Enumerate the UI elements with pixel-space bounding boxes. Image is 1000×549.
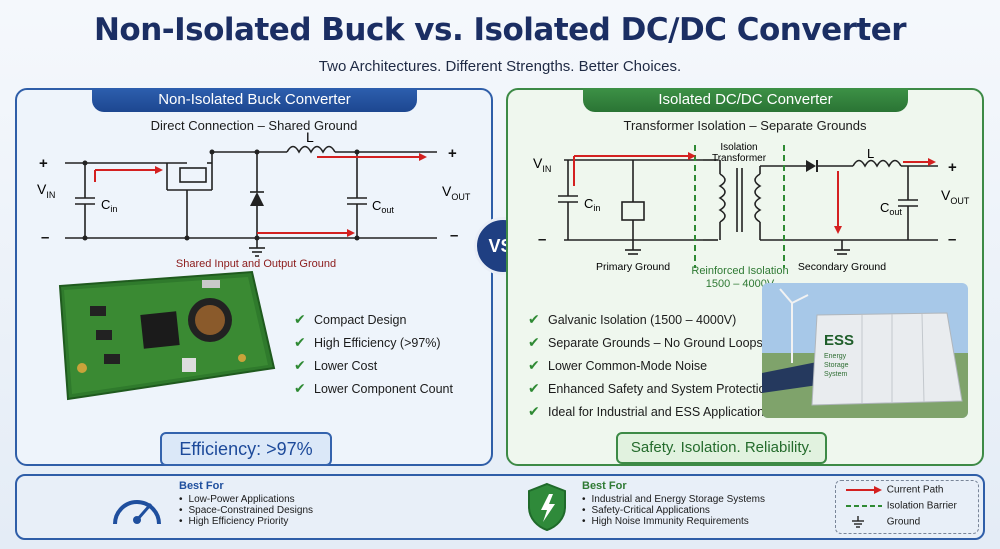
buck-feature-item: ✔Lower Cost [294,357,378,373]
best-for-isolated-title: Best For [582,480,627,492]
buck-panel-heading: Non-Isolated Buck Converter [92,88,417,112]
secondary-ground-label: Secondary Ground [798,261,886,273]
buck-feature-list: ✔Compact Design ✔High Efficiency (>97%) … [294,308,453,400]
buck-feature-item: ✔Compact Design [294,311,407,327]
ess-label-big: ESS [824,332,854,349]
buck-out-plus: + [448,145,457,162]
best-for-buck-list: Low-Power Applications Space-Constrained… [179,494,314,527]
buck-caption: Direct Connection – Shared Ground [150,118,358,133]
best-for-isolated-list: Industrial and Energy Storage Systems Sa… [582,494,765,527]
buck-inductor-label: L [306,129,314,145]
buck-panel: Non-Isolated Buck Converter Direct Conne… [15,88,493,466]
buck-cin-label: Cin [101,197,117,214]
isolated-feature-item: ✔Lower Common-Mode Noise [528,357,708,373]
list-item: Low-Power Applications [179,494,313,505]
buck-feature-item: ✔Lower Component Count [294,380,453,396]
ess-label-line2: Storage [824,362,849,369]
isolation-rating-line1: Reinforced Isolation [691,265,788,277]
buck-vin-label: VIN [37,181,55,200]
list-item: Space-Constrained Designs [179,505,314,516]
isolated-caption: Transformer Isolation – Separate Grounds [623,118,867,133]
isolated-circuit-diagram: – VIN Cin Isolation Transformer L Cout +… [533,142,970,290]
buck-feature-item: ✔High Efficiency (>97%) [294,334,441,350]
primary-ground-label: Primary Ground [596,261,670,273]
list-item: Safety-Critical Applications [582,505,765,516]
legend-current-path: Current Path [844,484,943,498]
pcb-module-image [58,270,276,401]
isolated-highlight-badge: Safety. Isolation. Reliability. [616,432,827,464]
isolated-feature-list: ✔Galvanic Isolation (1500 – 4000V) ✔Sepa… [528,308,772,423]
check-icon: ✔ [528,311,540,327]
transformer-label-line2: Transformer [712,153,767,164]
check-icon: ✔ [528,357,540,373]
isolated-cin-label: Cin [584,196,600,213]
isolated-feature-item: ✔Separate Grounds – No Ground Loops [528,334,763,350]
check-icon: ✔ [294,380,306,396]
check-icon: ✔ [294,357,306,373]
buck-cout-label: Cout [372,198,394,215]
ess-container-image: ESS Energy Storage System [762,283,968,418]
best-for-buck-title: Best For [179,480,224,492]
isolated-minus-label: – [538,231,546,248]
isolated-vout-label: VOUT [941,187,970,206]
isolation-rating-line2: 1500 – 4000V [706,278,775,290]
isolated-feature-item: ✔Enhanced Safety and System Protection [528,380,773,396]
isolated-feature-item: ✔Ideal for Industrial and ESS Applicatio… [528,403,771,419]
buck-plus-label: + [39,155,48,172]
arrow-icon [846,486,882,494]
page-title: Non-Isolated Buck vs. Isolated DC/DC Con… [93,12,907,48]
buck-efficiency-badge: Efficiency: >97% [160,432,332,466]
check-icon: ✔ [528,380,540,396]
best-for-bar: Best For Low-Power Applications Space-Co… [15,474,985,540]
isolated-panel-heading: Isolated DC/DC Converter [583,88,908,112]
ess-label-line3: System [824,371,848,378]
page-subtitle: Two Architectures. Different Strengths. … [318,58,682,75]
isolated-inductor-label: L [867,146,874,161]
list-item: High Efficiency Priority [179,516,313,527]
isolated-feature-item: ✔Galvanic Isolation (1500 – 4000V) [528,311,737,327]
ess-label-line1: Energy [824,353,847,360]
buck-out-minus: – [450,227,458,244]
buck-minus-label: – [41,229,49,246]
check-icon: ✔ [294,334,306,350]
legend-isolation-barrier: Isolation Barrier [844,500,957,514]
speedometer-icon [113,500,161,525]
isolated-vin-label: VIN [533,155,551,174]
transformer-label-line1: Isolation [720,142,757,153]
shield-icon [528,482,566,532]
list-item: High Noise Immunity Requirements [582,516,765,527]
ground-icon [852,516,864,528]
legend-ground: Ground [844,516,920,530]
buck-circuit-diagram: + – VIN Cin L Cout + – VOUT Shared Input… [37,129,471,270]
isolated-out-plus: + [948,159,957,176]
buck-vout-label: VOUT [442,183,471,202]
isolated-cout-label: Cout [880,200,902,217]
check-icon: ✔ [528,403,540,419]
legend: Current Path Isolation Barrier Ground [835,480,979,534]
buck-ground-note: Shared Input and Output Ground [176,258,336,270]
isolated-panel: Isolated DC/DC Converter Transformer Iso… [506,88,984,466]
check-icon: ✔ [294,311,306,327]
isolated-out-minus: – [948,231,956,248]
list-item: Industrial and Energy Storage Systems [582,494,765,505]
dashed-line-icon [846,505,882,507]
check-icon: ✔ [528,334,540,350]
